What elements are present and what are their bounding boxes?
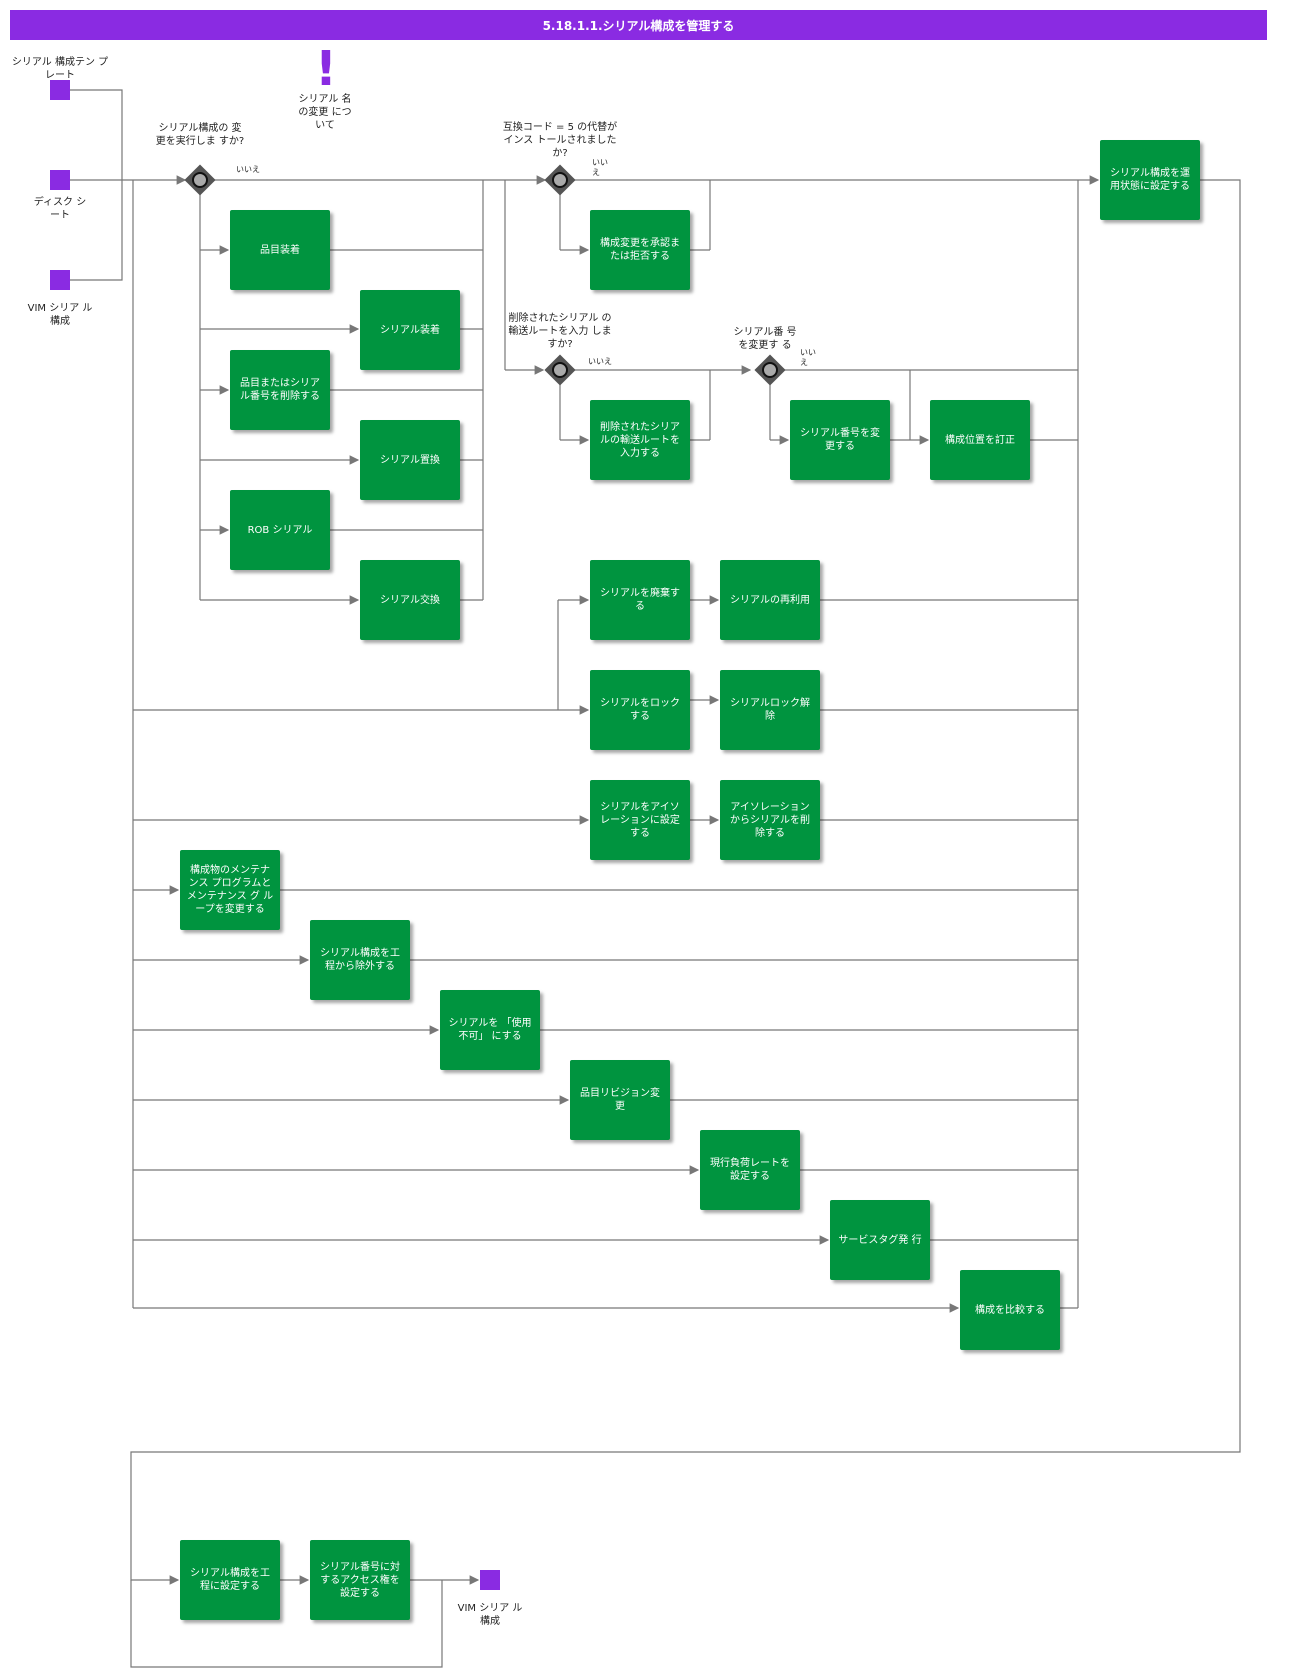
task-unisolate[interactable]: アイソレーション からシリアルを削 除する: [720, 780, 820, 860]
note-label: シリアル 名の変更 について: [298, 94, 352, 131]
task-sakujo[interactable]: 品目またはシリア ル番号を削除する: [230, 350, 330, 430]
task-revision[interactable]: 品目リビジョン変 更: [570, 1060, 670, 1140]
task-isolate[interactable]: シリアルをアイソ レーションに設定 する: [590, 780, 690, 860]
task-reuse[interactable]: シリアルの再利用: [720, 560, 820, 640]
task-serial-sochaku[interactable]: シリアル装着: [360, 290, 460, 370]
gateway-2-no-label: いいえ: [592, 158, 608, 177]
vim-end-event[interactable]: [480, 1570, 500, 1590]
task-serial-chikan[interactable]: シリアル置換: [360, 420, 460, 500]
gateway-2-circle-icon: [552, 172, 568, 188]
task-position[interactable]: 構成位置を訂正: [930, 400, 1030, 480]
gateway-3-circle-icon: [552, 362, 568, 378]
task-tag[interactable]: サービスタグ発 行: [830, 1200, 930, 1280]
task-maint[interactable]: 構成物のメンテナ ンス プログラムと メンテナンス グ ループを変更する: [180, 850, 280, 930]
task-unlock[interactable]: シリアルロック解 除: [720, 670, 820, 750]
gateway-3-label: 削除されたシリアル の輸送ルートを入力 しますか?: [508, 313, 612, 350]
task-hinmoku-sochaku[interactable]: 品目装着: [230, 210, 330, 290]
note-exclamation-icon: !: [315, 41, 337, 97]
task-compare[interactable]: 構成を比較する: [960, 1270, 1060, 1350]
task-load[interactable]: 現行負荷レートを 設定する: [700, 1130, 800, 1210]
template-label: シリアル 構成テン プレート: [11, 57, 109, 81]
task-access[interactable]: シリアル番号に対 するアクセス権を 設定する: [310, 1540, 410, 1620]
disk-start-event[interactable]: [50, 170, 70, 190]
task-exclude[interactable]: シリアル構成を工 程から除外する: [310, 920, 410, 1000]
gateway-1-label: シリアル構成の 変更を実行しま すか?: [155, 123, 245, 147]
task-set-process[interactable]: シリアル構成を工 程に設定する: [180, 1540, 280, 1620]
task-haiki[interactable]: シリアルを廃棄す る: [590, 560, 690, 640]
disk-label: ディスク シート: [33, 197, 87, 221]
output-label: VIM シリア ル構成: [457, 1603, 523, 1627]
task-disable[interactable]: シリアルを 「使用不可」 にする: [440, 990, 540, 1070]
gateway-4-no-label: いいえ: [800, 348, 816, 367]
gateway-2-label: 互換コード = 5 の代替がインス トールされましたか?: [502, 122, 618, 159]
gateway-1-no-label: いいえ: [236, 165, 260, 174]
vim-start-event[interactable]: [50, 270, 70, 290]
vim-label: VIM シリア ル構成: [27, 303, 93, 327]
task-rob[interactable]: ROB シリアル: [230, 490, 330, 570]
gateway-4-circle-icon: [762, 362, 778, 378]
gateway-4-label: シリアル番 号を変更す る: [733, 327, 797, 351]
gateway-3-no-label: いいえ: [588, 357, 612, 366]
gateway-1-circle-icon: [192, 172, 208, 188]
diagram-title: 5.18.1.1.シリアル構成を管理する: [10, 10, 1267, 40]
task-operational[interactable]: シリアル構成を運 用状態に設定する: [1100, 140, 1200, 220]
template-start-event[interactable]: [50, 80, 70, 100]
task-route[interactable]: 削除されたシリア ルの輸送ルートを 入力する: [590, 400, 690, 480]
task-approve[interactable]: 構成変更を承認ま たは拒否する: [590, 210, 690, 290]
task-change-sn[interactable]: シリアル番号を変 更する: [790, 400, 890, 480]
task-serial-kokan[interactable]: シリアル交換: [360, 560, 460, 640]
task-lock[interactable]: シリアルをロック する: [590, 670, 690, 750]
